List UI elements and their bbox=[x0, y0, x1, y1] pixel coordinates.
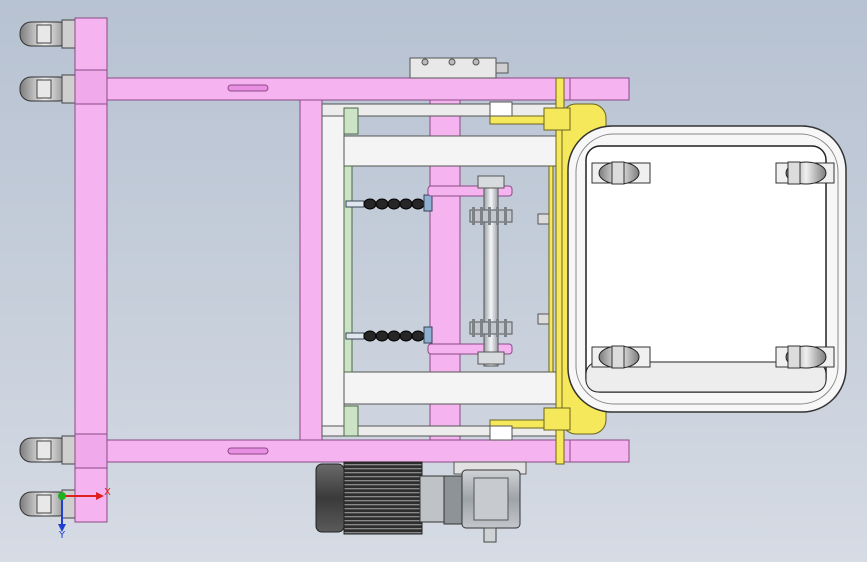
drive-chain-lower bbox=[345, 326, 433, 344]
caster-wheel bbox=[19, 74, 77, 104]
y-axis-label: Y bbox=[59, 530, 66, 541]
caster-wheel bbox=[19, 19, 77, 49]
drive-motor bbox=[315, 461, 449, 535]
z-axis-dot bbox=[58, 492, 66, 500]
frame-inner-left-post bbox=[299, 99, 323, 441]
cart-caster bbox=[775, 345, 835, 369]
drive-chain-upper bbox=[345, 194, 433, 212]
x-axis-label: X bbox=[104, 487, 111, 498]
transfer-cart bbox=[567, 125, 847, 413]
cart-caster bbox=[591, 345, 651, 369]
left-casters bbox=[19, 19, 77, 519]
caster-wheel bbox=[19, 489, 77, 519]
drive-shaft bbox=[469, 175, 513, 367]
cart-caster bbox=[591, 161, 651, 185]
coordinate-triad bbox=[58, 492, 104, 532]
frame-top-rail bbox=[106, 77, 630, 101]
sliding-frame bbox=[321, 103, 563, 437]
caster-wheel bbox=[19, 435, 77, 465]
guide-plate bbox=[343, 165, 353, 373]
frame-bottom-rail bbox=[106, 439, 630, 463]
gearbox bbox=[443, 469, 521, 543]
cart-caster bbox=[775, 161, 835, 185]
